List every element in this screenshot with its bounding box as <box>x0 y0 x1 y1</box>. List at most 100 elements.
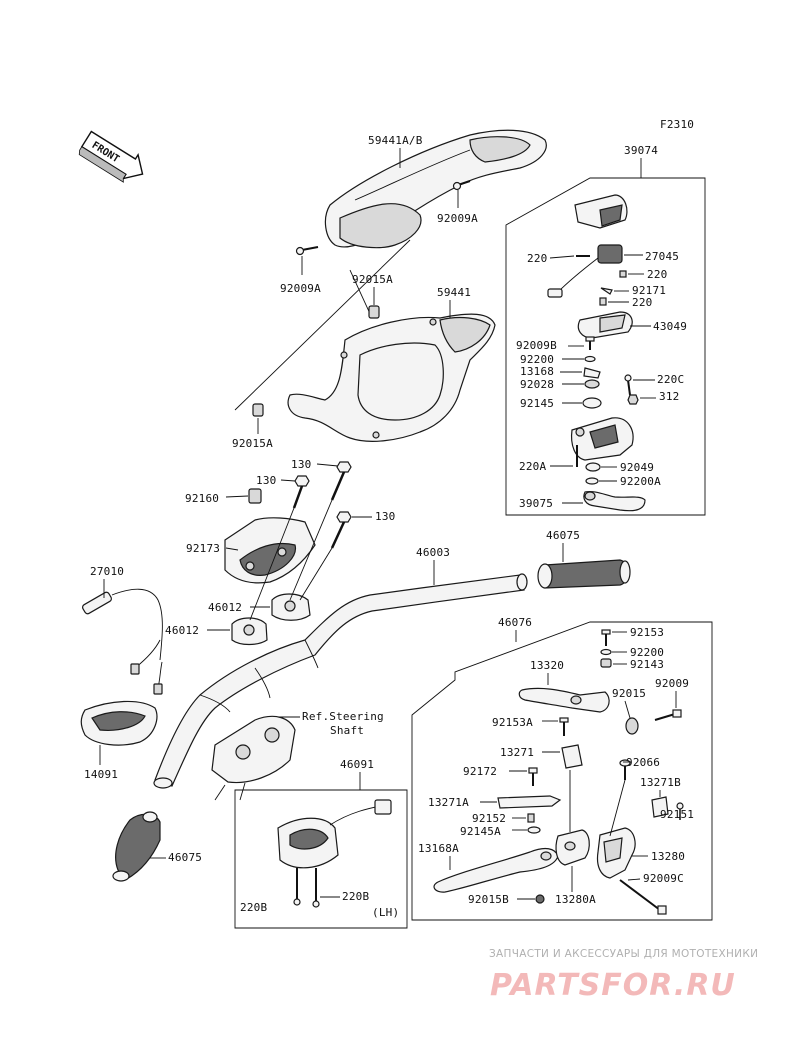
label-13271A: 13271A <box>428 796 469 809</box>
screw-92009C <box>619 879 667 915</box>
box-39074 <box>505 177 706 516</box>
washer-92200A <box>585 477 599 485</box>
screw-92151 <box>676 802 684 820</box>
label-14091: 14091 <box>84 768 118 781</box>
label-92028: 92028 <box>520 378 554 391</box>
label-13320: 13320 <box>530 659 564 672</box>
label-39075: 39075 <box>519 497 553 510</box>
screw-92153 <box>601 629 611 646</box>
label-92200A: 92200A <box>620 475 661 488</box>
screw-92153A <box>559 717 569 736</box>
label-92153: 92153 <box>630 626 664 639</box>
screw-220B-b <box>312 868 320 908</box>
collar-92015A-lower <box>252 403 264 417</box>
label-92009A-left: 92009A <box>280 282 321 295</box>
label-92009B: 92009B <box>516 339 557 352</box>
label-13168: 13168 <box>520 365 554 378</box>
label-92153A: 92153A <box>492 716 533 729</box>
throttle-housing <box>570 417 634 461</box>
bolt-130-b <box>292 475 310 509</box>
housing-14091 <box>80 700 158 746</box>
label-130-b: 130 <box>256 474 276 487</box>
collar-92015A-upper <box>368 305 380 319</box>
label-92145A: 92145A <box>460 825 501 838</box>
seal-92049 <box>585 462 601 472</box>
label-ref-shaft: Shaft <box>330 724 364 737</box>
label-92015: 92015 <box>612 687 646 700</box>
label-46012-lower: 46012 <box>165 624 199 637</box>
label-27045: 27045 <box>645 250 679 263</box>
screw-92172 <box>528 767 538 786</box>
label-46003: 46003 <box>416 546 450 559</box>
washer-92200-a <box>584 355 596 363</box>
screw-92152 <box>527 813 535 823</box>
label-92143: 92143 <box>630 658 664 671</box>
label-59441: 59441 <box>437 286 471 299</box>
clip-92171 <box>600 287 613 295</box>
label-92152: 92152 <box>472 812 506 825</box>
watermark-tagline: ЗАПЧАСТИ И АКСЕССУАРЫ ДЛЯ МОТОТЕХНИКИ <box>489 948 758 960</box>
label-LH: (LH) <box>372 906 399 919</box>
grip-46075-right <box>537 559 631 589</box>
switch-27045 <box>547 244 623 298</box>
label-220-b: 220 <box>647 268 667 281</box>
label-13271B: 13271B <box>640 776 681 789</box>
label-92200-a: 92200 <box>520 353 554 366</box>
screw-92009B <box>585 336 595 350</box>
switch-27010 <box>82 588 163 695</box>
label-92151: 92151 <box>660 808 694 821</box>
spring-92145A <box>527 826 541 834</box>
label-312: 312 <box>659 390 679 403</box>
spring-92145 <box>582 397 602 409</box>
lower-cover-part <box>287 313 496 442</box>
label-220C: 220C <box>657 373 684 386</box>
nut-220-b <box>619 270 627 278</box>
lever-39075 <box>583 490 646 512</box>
lever-13320 <box>518 687 610 713</box>
collar-92143 <box>600 658 612 668</box>
label-27010: 27010 <box>90 565 124 578</box>
nut-312 <box>627 394 639 405</box>
throttle-cover <box>574 194 628 229</box>
label-39074: 39074 <box>624 144 658 157</box>
lever-13168A <box>433 847 559 893</box>
handlebar-46003 <box>153 573 528 789</box>
screw-92009A-left <box>295 246 319 256</box>
label-220-c: 220 <box>632 296 652 309</box>
grip-46075-left <box>112 811 161 882</box>
label-13271: 13271 <box>500 746 534 759</box>
box-46091 <box>234 789 408 929</box>
label-92015A-upper: 92015A <box>352 273 393 286</box>
cover-43049 <box>577 311 633 339</box>
label-13280A: 13280A <box>555 893 596 906</box>
switch-13271A <box>497 795 562 809</box>
label-13280: 13280 <box>651 850 685 863</box>
label-92015A-lower: 92015A <box>232 437 273 450</box>
bracket-13280A <box>555 829 590 866</box>
label-92200-b: 92200 <box>630 646 664 659</box>
upper-cover-part <box>324 129 547 249</box>
screw-220C <box>624 374 632 396</box>
washer-92200-b <box>600 648 612 656</box>
bolt-130-c <box>330 511 352 549</box>
label-46012-upper: 46012 <box>208 601 242 614</box>
screw-92009 <box>654 709 682 721</box>
label-92049: 92049 <box>620 461 654 474</box>
diagram-code: F2310 <box>660 118 694 131</box>
label-ref-steering: Ref.Steering <box>302 710 384 723</box>
label-92009: 92009 <box>655 677 689 690</box>
screw-92009A-right <box>452 180 471 191</box>
box-46076 <box>411 621 713 921</box>
bracket-92173 <box>224 517 316 584</box>
label-220B-a: 220B <box>240 901 267 914</box>
nut-220-c <box>599 297 607 306</box>
label-13168A: 13168A <box>418 842 459 855</box>
front-arrow-icon: FRONT <box>78 130 144 183</box>
bushing-92015B <box>535 894 545 904</box>
label-92145: 92145 <box>520 397 554 410</box>
bushing-92028 <box>584 379 600 389</box>
bracket-13271 <box>561 744 583 769</box>
steering-clamp-lower <box>211 715 296 801</box>
